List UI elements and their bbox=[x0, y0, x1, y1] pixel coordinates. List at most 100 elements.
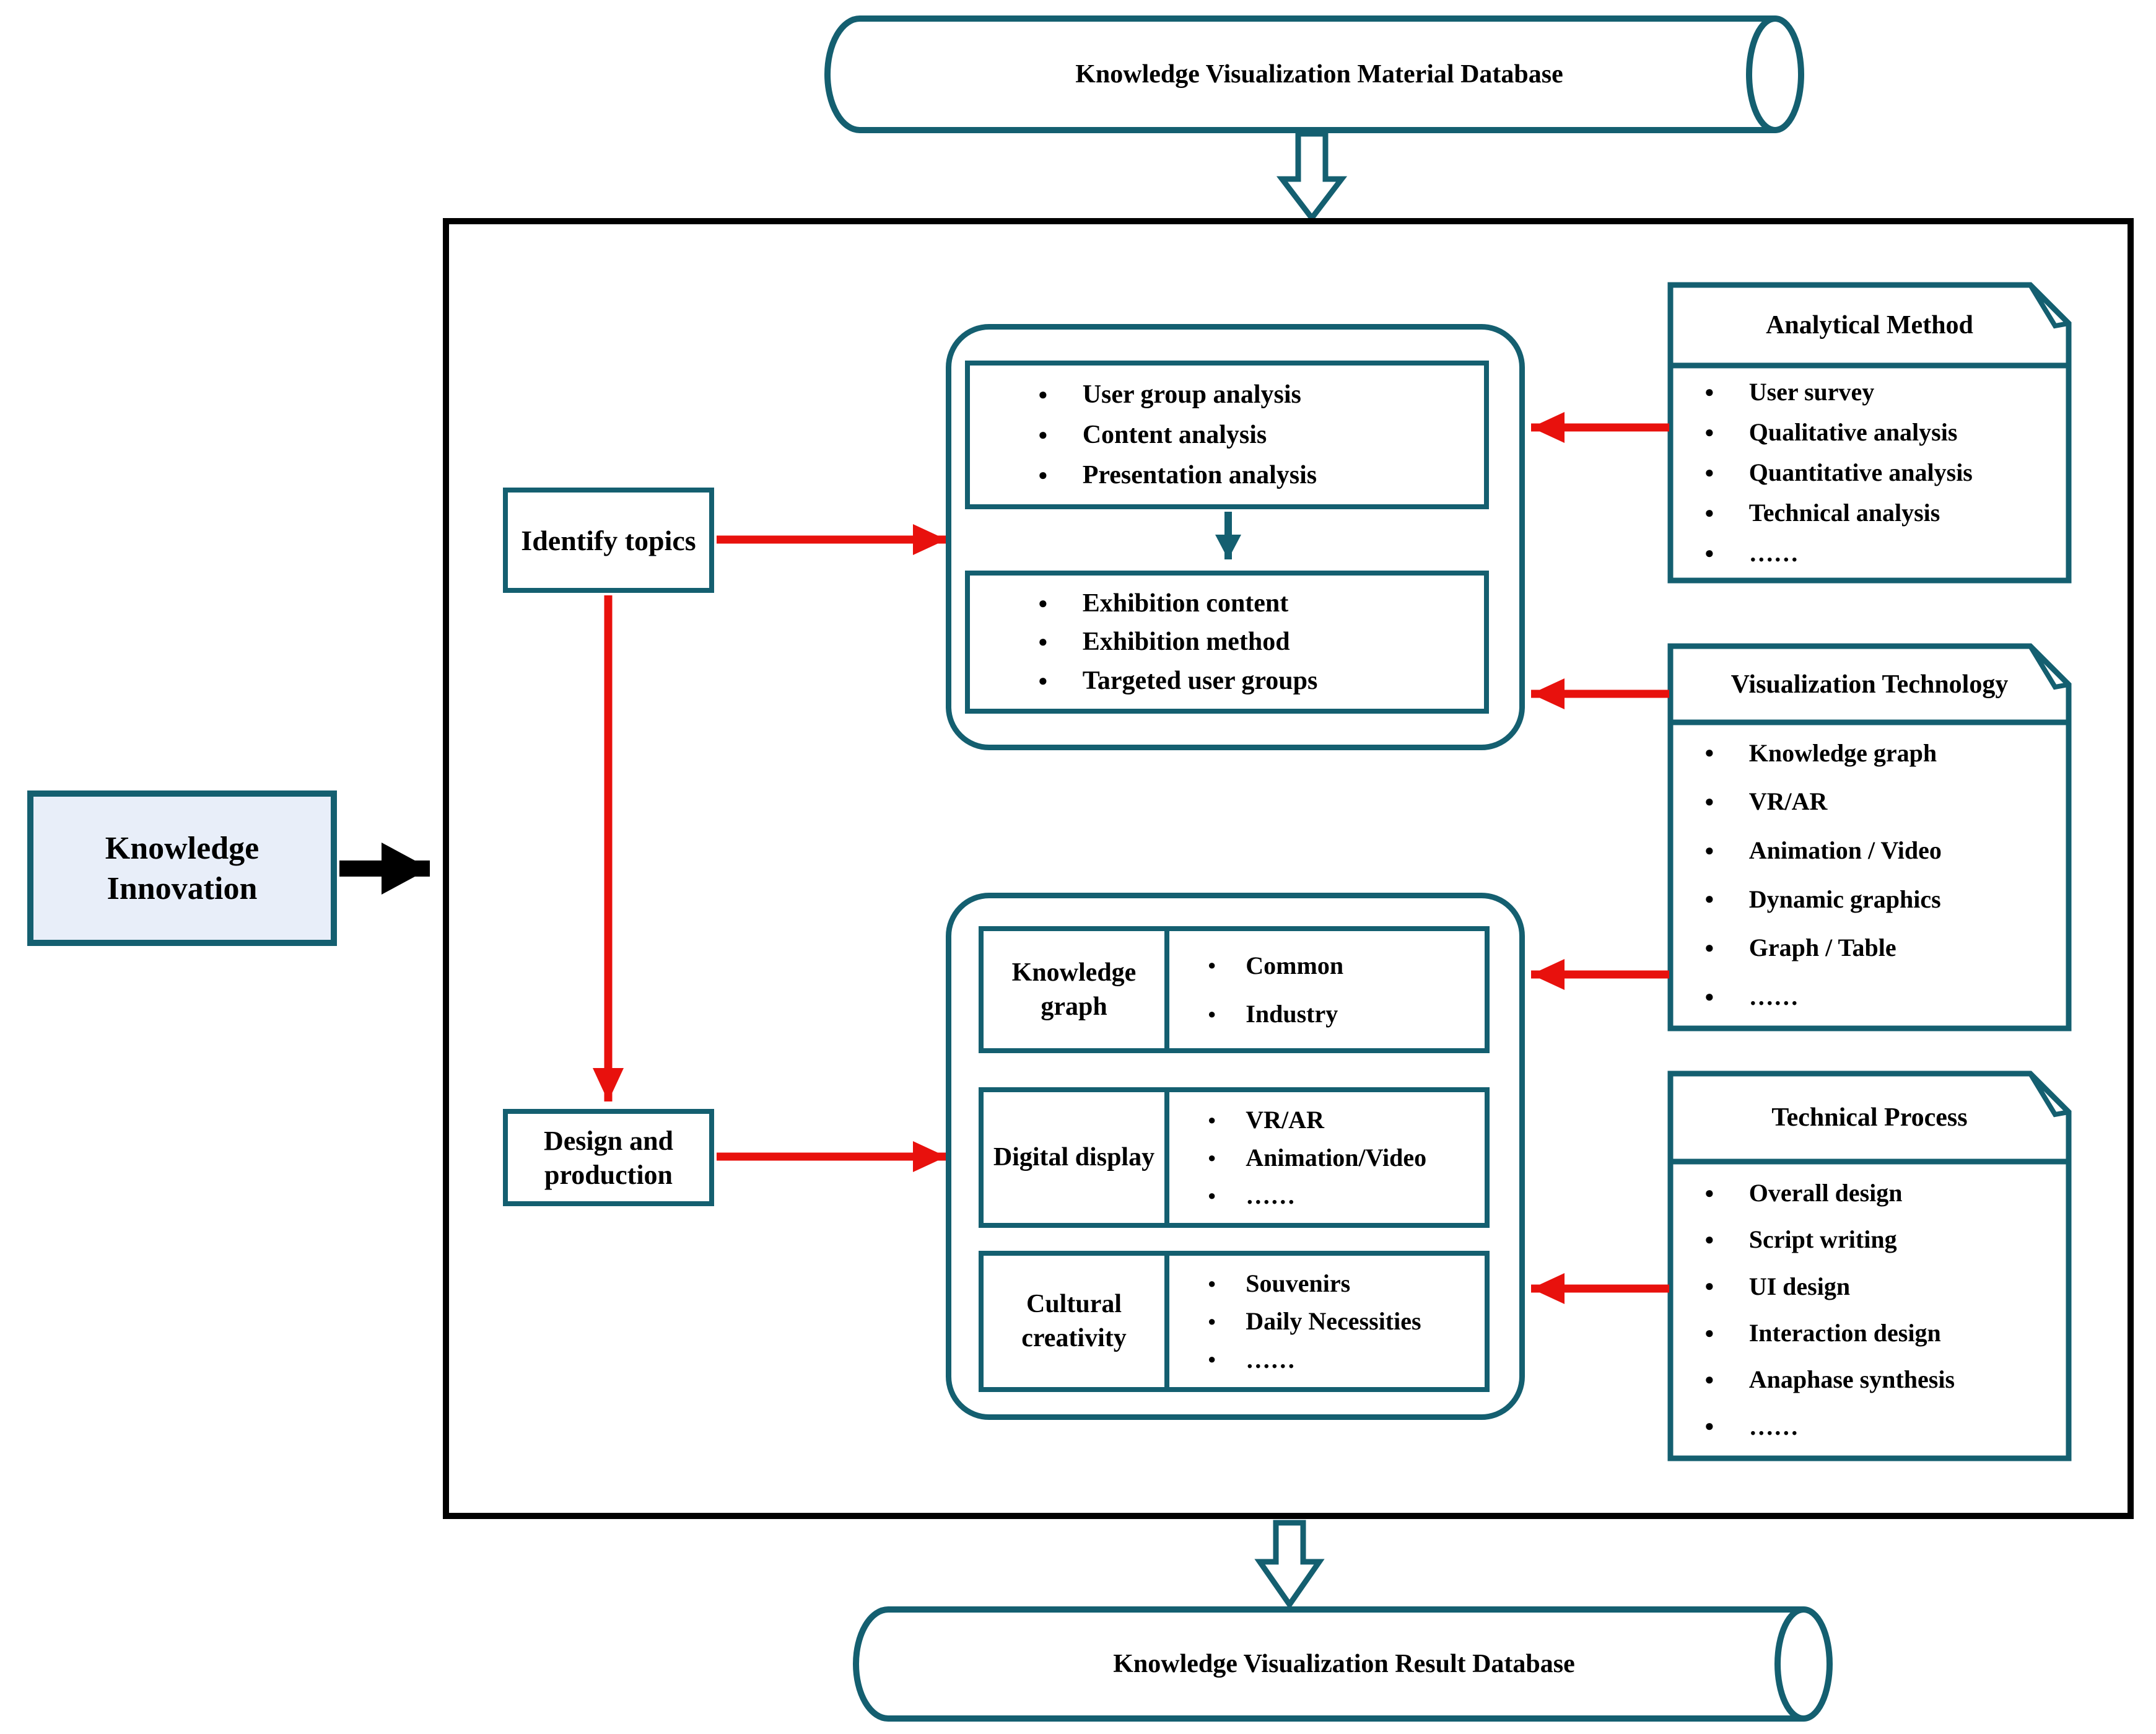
list-item-label: …… bbox=[1748, 539, 1799, 567]
bullet-icon: ● bbox=[1208, 957, 1216, 973]
bullet-icon: ● bbox=[1704, 1230, 1714, 1248]
technical-process-card-shape bbox=[1667, 1071, 2072, 1461]
list-item: ● Dynamic graphics bbox=[1704, 885, 2061, 914]
list-item: ● Exhibition content bbox=[1038, 589, 1478, 618]
list-item: ●Animation / Video bbox=[1704, 836, 2061, 865]
list-item: ● Daily Necessities bbox=[1208, 1307, 1480, 1336]
exhibition-list-box: ● Exhibition content ● Exhibition method ●… bbox=[965, 571, 1489, 714]
list-item: ● UI design bbox=[1704, 1272, 2061, 1301]
row-label: Cultural creativity bbox=[984, 1256, 1169, 1387]
list-item-label: Qualitative analysis bbox=[1748, 418, 1958, 446]
bullet-icon: ● bbox=[1704, 463, 1714, 481]
list-item-label: Knowledge graph bbox=[1748, 738, 1937, 767]
list-item-label: Script writing bbox=[1748, 1225, 1897, 1254]
knowledge-innovation-box: Knowledge Innovation bbox=[27, 790, 337, 946]
list-item-label: …… bbox=[1246, 1345, 1296, 1373]
list-item: ● Content analysis bbox=[1038, 420, 1478, 450]
list-item-label: Animation/Video bbox=[1246, 1144, 1427, 1171]
list-item-label: Dynamic graphics bbox=[1748, 885, 1941, 913]
analysis-list-box: ●User group analysis ● Content analysis ●… bbox=[965, 361, 1489, 509]
list-item: ● Script writing bbox=[1704, 1225, 2061, 1254]
production-container bbox=[946, 893, 1525, 1420]
bullet-icon: ● bbox=[1208, 1005, 1216, 1022]
list-item: ●VR/AR bbox=[1208, 1105, 1480, 1134]
list-item-label: …… bbox=[1748, 983, 1799, 1011]
bullet-icon: ● bbox=[1704, 743, 1714, 762]
design-production-box: Design and production bbox=[503, 1109, 714, 1206]
bullet-icon: ● bbox=[1208, 1149, 1216, 1165]
analytical-method-title: Analytical Method bbox=[1766, 311, 1973, 339]
analysis-container bbox=[946, 324, 1525, 750]
list-item: ● Knowledge graph bbox=[1704, 738, 2061, 768]
list-item-label: Technical analysis bbox=[1748, 499, 1940, 527]
list-item: ● Targeted user groups bbox=[1038, 666, 1478, 696]
identify-topics-label: Identify topics bbox=[521, 524, 696, 556]
design-production-label: Design and production bbox=[543, 1125, 674, 1190]
bullet-icon: ● bbox=[1704, 1277, 1714, 1295]
production-row-digital-display: Digital display ●VR/AR ●Animation/Video … bbox=[979, 1087, 1490, 1228]
list-item-label: Anaphase synthesis bbox=[1748, 1365, 1955, 1394]
bullet-icon: ● bbox=[1704, 1417, 1714, 1435]
production-row-knowledge-graph: Knowledge graph ● Common ● Industry bbox=[979, 926, 1490, 1053]
list-item: ● Exhibition method bbox=[1038, 627, 1478, 657]
list-item-label: Common bbox=[1246, 951, 1344, 979]
list-item: ●Qualitative analysis bbox=[1704, 418, 2061, 447]
list-item-label: Exhibition method bbox=[1082, 628, 1290, 657]
bullet-icon: ● bbox=[1038, 385, 1048, 403]
list-item: ● …… bbox=[1208, 1345, 1480, 1374]
list-item-label: Quantitative analysis bbox=[1748, 458, 1973, 486]
analytical-method-list: ●User survey ●Qualitative analysis ●Quan… bbox=[1704, 372, 2061, 573]
list-item: ●…… bbox=[1208, 1181, 1480, 1210]
bullet-icon: ● bbox=[1208, 1351, 1216, 1367]
visualization-technology-list: ●Knowledge graph ●VR/AR ●Animation / Vid… bbox=[1704, 729, 2061, 1021]
list-item-label: Targeted user groups bbox=[1082, 666, 1318, 695]
technical-process-list: ●Overall design ●Script writing ●UI desi… bbox=[1704, 1170, 2061, 1450]
list-item: ● User survey bbox=[1704, 377, 2061, 406]
list-item: ●…… bbox=[1704, 982, 2061, 1011]
list-item-label: Animation / Video bbox=[1748, 836, 1942, 865]
material-database-cylinder bbox=[824, 15, 1804, 133]
list-item: ●Graph / Table bbox=[1704, 933, 2061, 962]
result-database-cylinder bbox=[853, 1606, 1833, 1722]
list-item: ●Souvenirs bbox=[1208, 1269, 1480, 1298]
bullet-icon: ● bbox=[1704, 938, 1714, 957]
list-item-label: Content analysis bbox=[1082, 420, 1267, 449]
visualization-technology-card-shape bbox=[1667, 643, 2072, 1031]
production-row-cultural-creativity: Cultural creativity ●Souvenirs ● Daily Ne… bbox=[979, 1251, 1490, 1392]
list-item-label: …… bbox=[1748, 1412, 1799, 1440]
visualization-technology-title: Visualization Technology bbox=[1730, 670, 2009, 699]
list-item: ●User group analysis bbox=[1038, 380, 1478, 409]
bullet-icon: ● bbox=[1704, 792, 1714, 810]
bullet-icon: ● bbox=[1704, 382, 1714, 401]
bullet-icon: ● bbox=[1038, 594, 1048, 613]
bullet-icon: ● bbox=[1038, 671, 1048, 690]
list-item: ● Technical analysis bbox=[1704, 498, 2061, 527]
bullet-icon: ● bbox=[1038, 425, 1048, 444]
bullet-icon: ● bbox=[1208, 1313, 1216, 1329]
knowledge-innovation-label: Knowledge Innovation bbox=[105, 830, 260, 906]
row-label: Knowledge graph bbox=[984, 931, 1169, 1048]
arrow-material-db-to-process-icon bbox=[1276, 131, 1348, 223]
material-database-label: Knowledge Visualization Material Databas… bbox=[1075, 60, 1563, 89]
process-container bbox=[443, 218, 2134, 1519]
bullet-icon: ● bbox=[1704, 1370, 1714, 1388]
identify-topics-box: Identify topics bbox=[503, 488, 714, 593]
list-item-label: Exhibition content bbox=[1082, 589, 1289, 618]
bullet-icon: ● bbox=[1704, 1183, 1714, 1202]
list-item-label: Interaction design bbox=[1748, 1319, 1941, 1347]
list-item-label: Daily Necessities bbox=[1246, 1307, 1421, 1336]
bullet-icon: ● bbox=[1704, 890, 1714, 908]
list-item-label: Industry bbox=[1246, 1000, 1338, 1028]
list-item: ● Quantitative analysis bbox=[1704, 458, 2061, 487]
list-item: ●Interaction design bbox=[1704, 1318, 2061, 1347]
list-item: ● Anaphase synthesis bbox=[1704, 1365, 2061, 1394]
list-item-label: UI design bbox=[1748, 1272, 1851, 1300]
result-database-label: Knowledge Visualization Result Database bbox=[1113, 1650, 1575, 1678]
list-item-label: User survey bbox=[1748, 378, 1875, 406]
list-item: ● VR/AR bbox=[1704, 787, 2061, 816]
list-item-label: VR/AR bbox=[1748, 787, 1828, 816]
bullet-icon: ● bbox=[1038, 633, 1048, 651]
analytical-method-card-shape bbox=[1667, 282, 2072, 584]
bullet-icon: ● bbox=[1704, 503, 1714, 522]
